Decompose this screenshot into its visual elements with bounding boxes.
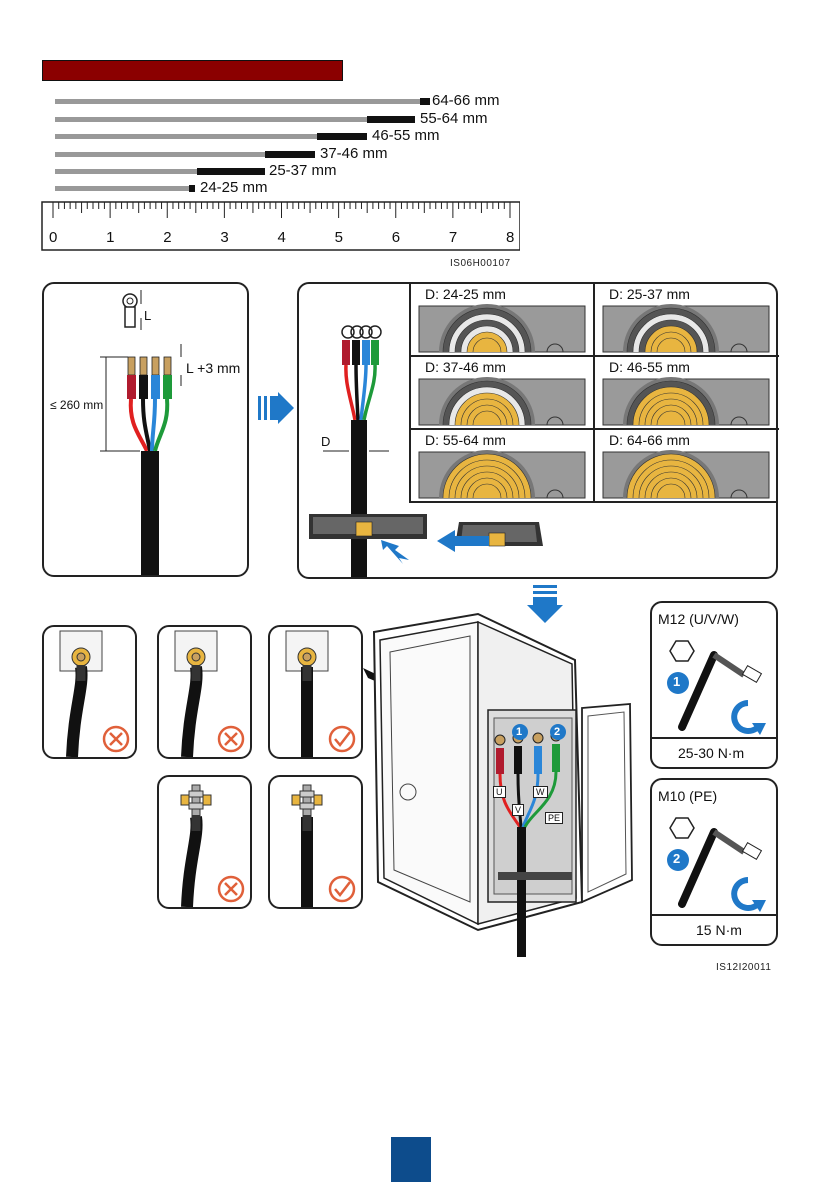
socket-wrench-icon [652,808,776,918]
cable-prep-illustration [44,284,247,575]
cable-prep-panel: L L +3 mm ≤ 260 mm [42,282,249,577]
diameter-cell-label: D: 24-25 mm [425,286,506,302]
torque-step-2: 2 [673,851,680,866]
ot-terminal-icon [159,627,250,757]
figure-code-top: IS06H00107 [450,258,511,269]
strip-label-64-66: 64-66 mm [432,92,500,109]
max-length: ≤ 260 mm [50,398,103,412]
rubber-ring-icon [601,304,771,354]
length-L-plus: L +3 mm [186,360,240,376]
diameter-cell: D: 37-46 mm [411,357,595,430]
page-number-badge [391,1137,431,1182]
strip-bar-37-46 [55,151,315,158]
wrong-example-panel [42,625,137,759]
dt-terminal-icon [159,777,250,907]
torque-title-m12: M12 (U/V/W) [658,611,739,627]
diameter-cell: D: 64-66 mm [595,430,779,503]
terminal-label-V: V [512,804,524,816]
length-L: L [144,308,151,323]
rubber-ring-icon [417,304,587,354]
right-arrow-icon [258,392,294,424]
ruler-number: 8 [506,229,514,246]
torque-step-1: 1 [673,674,680,689]
diameter-panel: D D: 24-25 mm D: 25-37 mm D: 37-46 mm D: 46… [297,282,778,579]
diameter-cell: D: 46-55 mm [595,357,779,430]
terminal-label-U: U [493,786,506,798]
diameter-cell-label: D: 46-55 mm [609,359,690,375]
diameter-cell: D: 55-64 mm [411,430,595,503]
ruler-number: 7 [449,229,457,246]
torque-panel-m10: M10 (PE) 2 15 N·m [650,778,778,946]
wrong-example-panel [157,775,252,909]
torque-panel-m12: M12 (U/V/W) 1 25-30 N·m [650,601,778,769]
ruler-number: 1 [106,229,114,246]
strip-bar-24-25 [55,185,195,192]
rubber-ring-icon [417,450,587,500]
strip-label-37-46: 37-46 mm [320,145,388,162]
strip-label-25-37: 25-37 mm [269,162,337,179]
strip-bar-55-64 [55,116,415,123]
rubber-ring-icon [417,377,587,427]
torque-value-m12: 25-30 N·m [678,745,744,761]
diameter-cell-label: D: 37-46 mm [425,359,506,375]
ruler-number: 0 [49,229,57,246]
ruler-number: 2 [163,229,171,246]
diameter-cell: D: 24-25 mm [411,284,595,357]
wrong-example-panel [157,625,252,759]
ot-terminal-icon [44,627,135,757]
diameter-grid: D: 24-25 mm D: 25-37 mm D: 37-46 mm D: 46-5… [409,284,778,503]
diameter-cell-label: D: 55-64 mm [425,432,506,448]
correct-example-panel [268,775,363,909]
rubber-ring-icon [601,377,771,427]
figure-code-bottom: IS12I20011 [716,962,771,973]
strip-bar-25-37 [55,168,265,175]
correct-example-panel [268,625,363,759]
diameter-cell-label: D: 64-66 mm [609,432,690,448]
diameter-cell-label: D: 25-37 mm [609,286,690,302]
inverter-step-2: 2 [554,726,560,738]
ruler-number: 5 [335,229,343,246]
terminal-label-PE: PE [545,812,563,824]
terminal-label-W: W [533,786,548,798]
inverter-illustration [360,612,650,957]
strip-label-55-64: 55-64 mm [420,110,488,127]
ruler-number: 3 [220,229,228,246]
strip-label-46-55: 46-55 mm [372,127,440,144]
strip-label-24-25: 24-25 mm [200,179,268,196]
torque-title-m10: M10 (PE) [658,788,717,804]
diameter-label: D [321,434,330,449]
diameter-cell: D: 25-37 mm [595,284,779,357]
inverter-step-1: 1 [516,726,522,738]
rubber-ring-icon [601,450,771,500]
ruler-number: 6 [392,229,400,246]
ruler-number: 4 [278,229,286,246]
socket-wrench-icon [652,631,776,741]
dt-terminal-icon [270,777,361,907]
strip-bar-64-66 [55,98,430,105]
strip-bar-46-55 [55,133,367,140]
ot-terminal-icon [270,627,361,757]
torque-value-m10: 15 N·m [696,922,742,938]
title-banner [42,60,343,81]
